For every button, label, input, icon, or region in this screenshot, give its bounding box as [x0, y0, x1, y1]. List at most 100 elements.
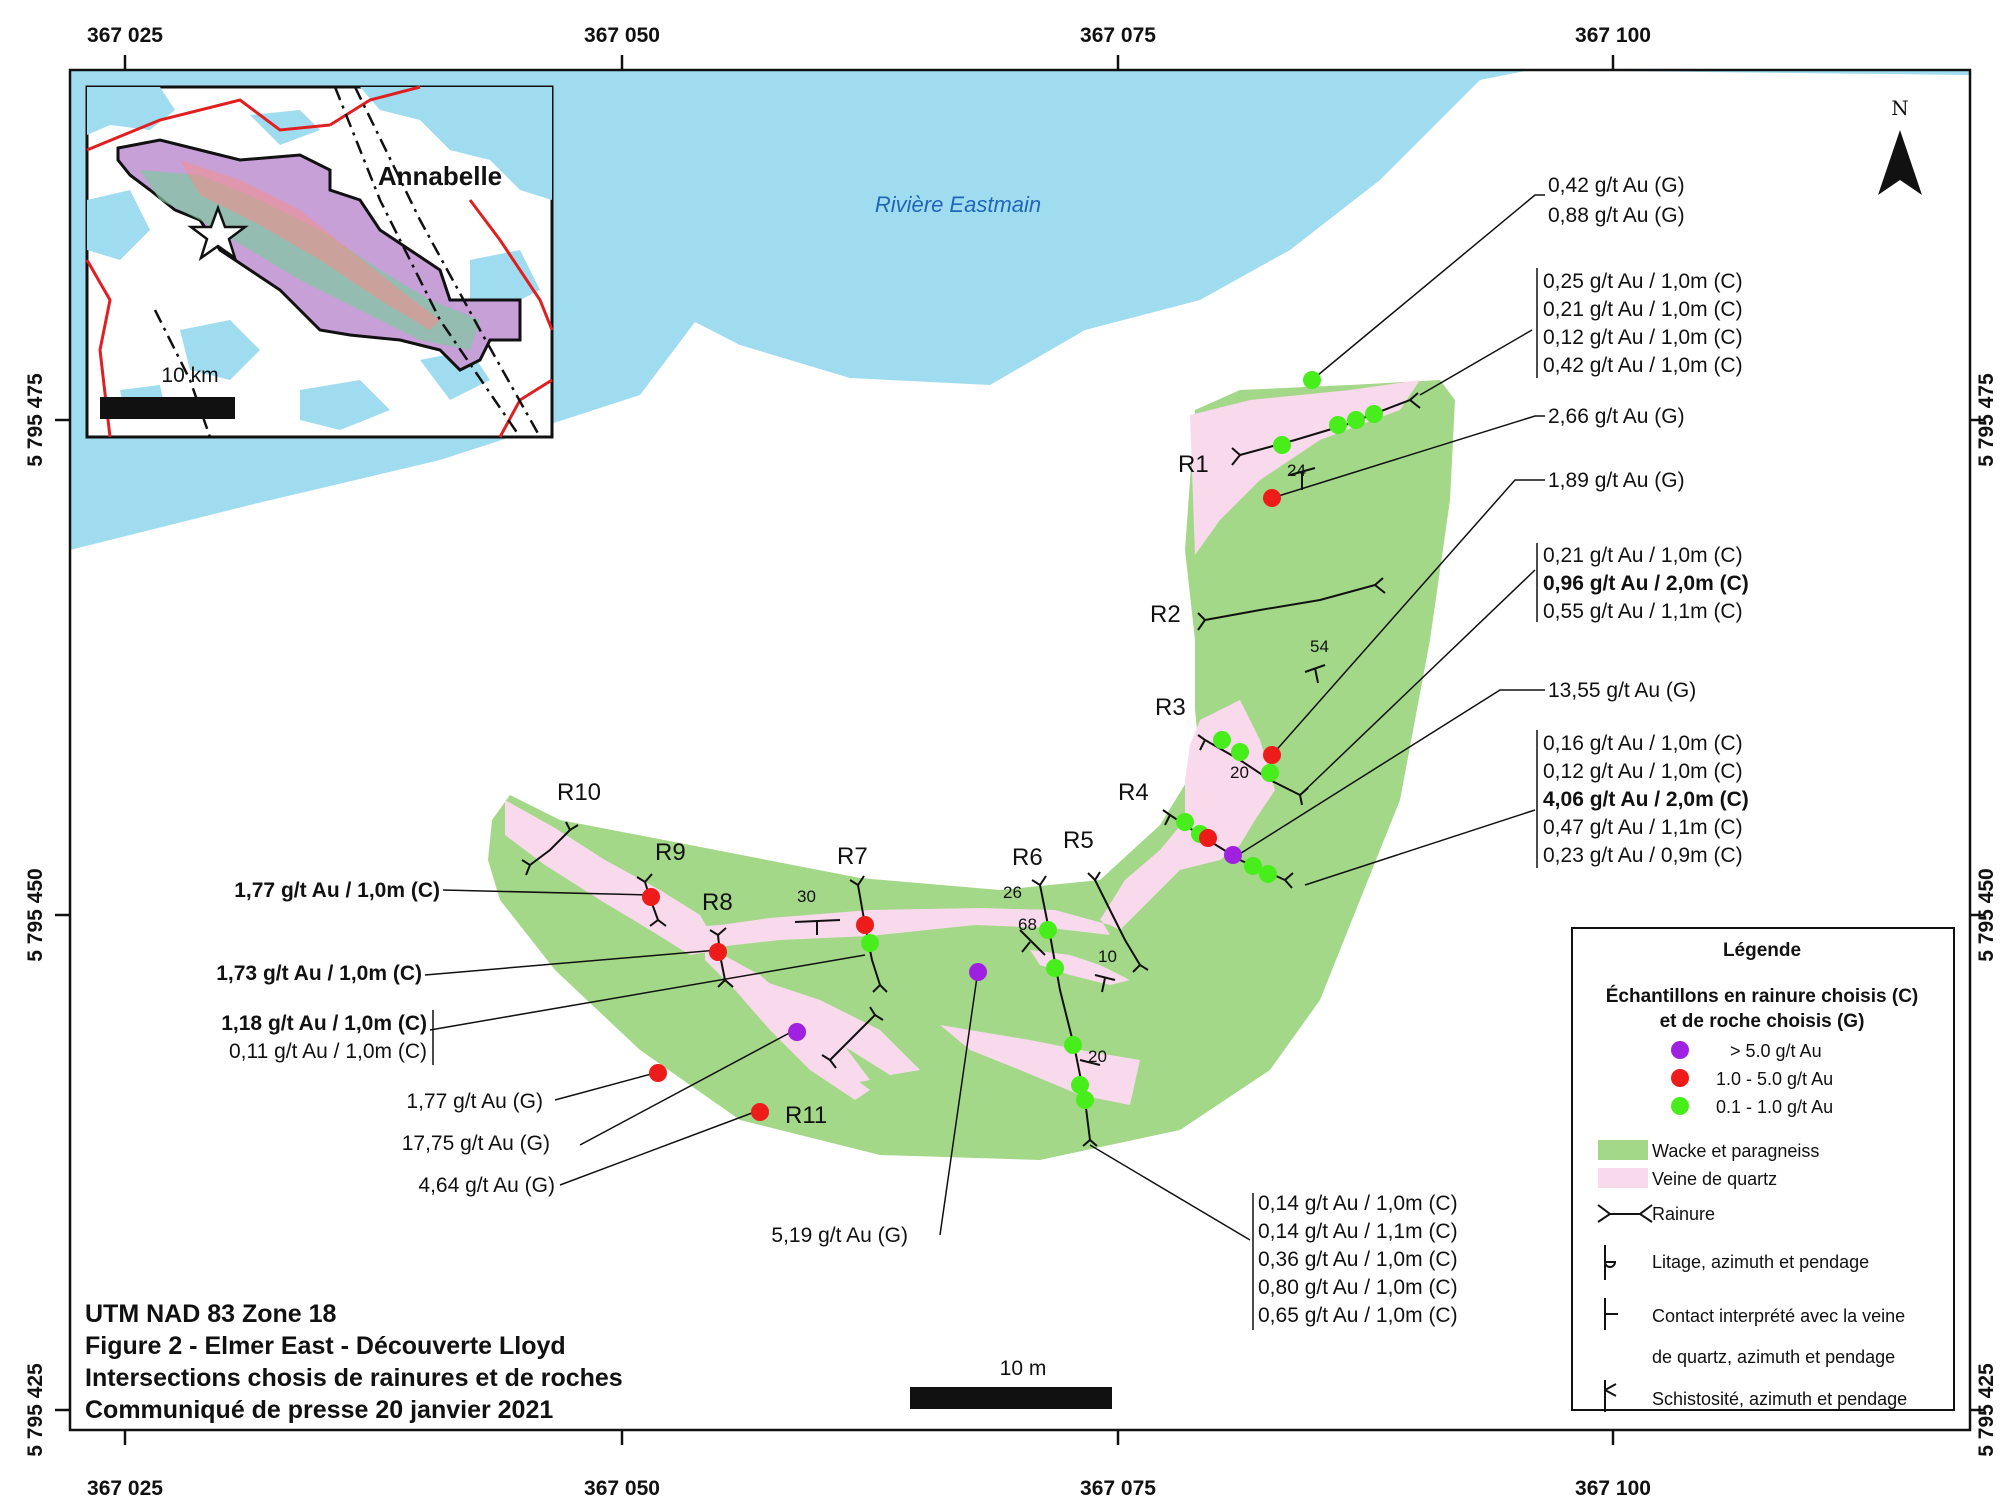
- assay-annotations: 0,42 g/t Au (G) 0,88 g/t Au (G) 0,25 g/t…: [216, 174, 1749, 1327]
- assay-a14: 5,19 g/t Au (G): [771, 1224, 908, 1247]
- assay-a5-0: 0,21 g/t Au / 1,0m (C): [1543, 544, 1743, 567]
- structure-symbols: [794, 467, 1326, 1066]
- vein-main-east: [650, 908, 1125, 950]
- assay-a15-2: 0,36 g/t Au / 1,0m (C): [1258, 1248, 1458, 1271]
- sample-green: [1273, 436, 1291, 454]
- trench-label-r6: R6: [1012, 844, 1043, 871]
- sample-green: [1076, 1091, 1094, 1109]
- trench-r3: [1204, 739, 1301, 796]
- inset-label: Annabelle: [378, 161, 502, 191]
- top-coord-1: 367 025: [87, 24, 163, 47]
- legend-contact-label-1: Contact interprété avec la veine: [1652, 1306, 1905, 1326]
- bottom-coord-1: 367 025: [87, 1477, 163, 1500]
- scale-label: 10 m: [1000, 1357, 1047, 1380]
- legend-red-dot: [1671, 1069, 1689, 1087]
- sample-green: [861, 934, 879, 952]
- sample-points: [642, 371, 1383, 1121]
- sample-red: [709, 943, 727, 961]
- legend: Légende Échantillons en rainure choisis …: [1571, 927, 1955, 1412]
- assay-a12: 17,75 g/t Au (G): [402, 1132, 550, 1155]
- left-coord-3: 5 795 425: [24, 1363, 47, 1457]
- assay-a2-0: 0,25 g/t Au / 1,0m (C): [1543, 270, 1743, 293]
- figure-caption: UTM NAD 83 Zone 18 Figure 2 - Elmer East…: [85, 1300, 623, 1424]
- assay-a6: 13,55 g/t Au (G): [1548, 679, 1696, 702]
- sample-purple: [969, 963, 987, 981]
- dip-20a: 20: [1230, 763, 1249, 782]
- right-coord-3: 5 795 425: [1975, 1363, 1998, 1457]
- assay-a2-3: 0,42 g/t Au / 1,0m (C): [1543, 354, 1743, 377]
- dip-20b: 20: [1088, 1047, 1107, 1066]
- vein-r6: [940, 1025, 1140, 1105]
- trench-label-r5: R5: [1063, 827, 1094, 854]
- trench-label-r7: R7: [837, 843, 868, 870]
- trench-label-r8: R8: [702, 889, 733, 916]
- inset-scale-label: 10 km: [161, 364, 218, 387]
- bedding-30: [794, 919, 841, 935]
- sample-green: [1176, 813, 1194, 831]
- sample-purple: [788, 1023, 806, 1041]
- sample-green: [1231, 743, 1249, 761]
- assay-a7-2: 4,06 g/t Au / 2,0m (C): [1543, 788, 1749, 811]
- legend-litage-label: Litage, azimuth et pendage: [1652, 1252, 1869, 1272]
- top-coord-2: 367 050: [584, 24, 660, 47]
- sample-red: [1263, 489, 1281, 507]
- assay-a10-0: 1,18 g/t Au / 1,0m (C): [221, 1012, 427, 1035]
- legend-schisto-label: Schistosité, azimuth et pendage: [1652, 1389, 1907, 1409]
- trench-label-r11: R11: [785, 1102, 827, 1129]
- assay-a2-2: 0,12 g/t Au / 1,0m (C): [1543, 326, 1743, 349]
- sample-red: [649, 1064, 667, 1082]
- assay-a15-1: 0,14 g/t Au / 1,1m (C): [1258, 1220, 1458, 1243]
- sample-red: [642, 888, 660, 906]
- trench-lines: [529, 399, 1411, 1141]
- legend-veine-swatch: [1598, 1168, 1648, 1188]
- legend-wacke-label: Wacke et paragneiss: [1652, 1141, 1819, 1161]
- assay-a7-1: 0,12 g/t Au / 1,0m (C): [1543, 760, 1743, 783]
- legend-rainure-label: Rainure: [1652, 1204, 1715, 1224]
- assay-a5-1: 0,96 g/t Au / 2,0m (C): [1543, 572, 1749, 595]
- legend-red-label: 1.0 - 5.0 g/t Au: [1716, 1069, 1833, 1089]
- assay-a15-4: 0,65 g/t Au / 1,0m (C): [1258, 1304, 1458, 1327]
- map-frame: [68, 68, 1972, 1432]
- legend-wacke-swatch: [1598, 1140, 1648, 1160]
- legend-contact-label-2: de quartz, azimuth et pendage: [1652, 1347, 1895, 1367]
- schistosity-24: [1289, 467, 1316, 490]
- sample-red: [1199, 829, 1217, 847]
- dip-26: 26: [1003, 883, 1022, 902]
- caption-line-1: UTM NAD 83 Zone 18: [85, 1300, 337, 1328]
- assay-a1-1: 0,88 g/t Au (G): [1548, 204, 1685, 227]
- bottom-coord-4: 367 100: [1575, 1477, 1651, 1500]
- north-letter: N: [1891, 96, 1909, 120]
- assay-a5-2: 0,55 g/t Au / 1,1m (C): [1543, 600, 1743, 623]
- sample-green: [1303, 371, 1321, 389]
- dip-30: 30: [797, 887, 816, 906]
- inset-map: Annabelle 10 km: [85, 85, 554, 439]
- bedding-68: [1019, 929, 1046, 956]
- sample-green: [1347, 411, 1365, 429]
- legend-contact-icon: [1604, 1298, 1618, 1330]
- trench-label-r2: R2: [1150, 601, 1181, 628]
- assay-a10-1: 0,11 g/t Au / 1,0m (C): [229, 1040, 427, 1063]
- assay-a8: 1,77 g/t Au / 1,0m (C): [234, 879, 440, 902]
- caption-line-2: Figure 2 - Elmer East - Découverte Lloyd: [85, 1332, 566, 1360]
- dip-54: 54: [1310, 637, 1329, 656]
- dip-68: 68: [1018, 915, 1037, 934]
- trench-label-r9: R9: [655, 839, 686, 866]
- legend-litage-icon: [1604, 1245, 1616, 1280]
- top-coord-4: 367 100: [1575, 24, 1651, 47]
- assay-a4: 1,89 g/t Au (G): [1548, 469, 1685, 492]
- left-coord-1: 5 795 475: [24, 373, 47, 467]
- inset-star-icon: [187, 204, 249, 262]
- sample-green: [1064, 1036, 1082, 1054]
- river-label: Rivière Eastmain: [875, 192, 1041, 217]
- caption-line-4: Communiqué de presse 20 janvier 2021: [85, 1396, 553, 1424]
- inset-roads: [85, 85, 554, 438]
- assay-a15-0: 0,14 g/t Au / 1,0m (C): [1258, 1192, 1458, 1215]
- legend-rainure-icon: [1597, 1204, 1653, 1223]
- legend-title: Légende: [1723, 940, 1801, 961]
- right-coord-2: 5 795 450: [1975, 868, 1998, 961]
- leader-lines: [424, 194, 1545, 1241]
- assay-a11: 1,77 g/t Au (G): [406, 1090, 543, 1113]
- schistosity-54: [1304, 664, 1326, 684]
